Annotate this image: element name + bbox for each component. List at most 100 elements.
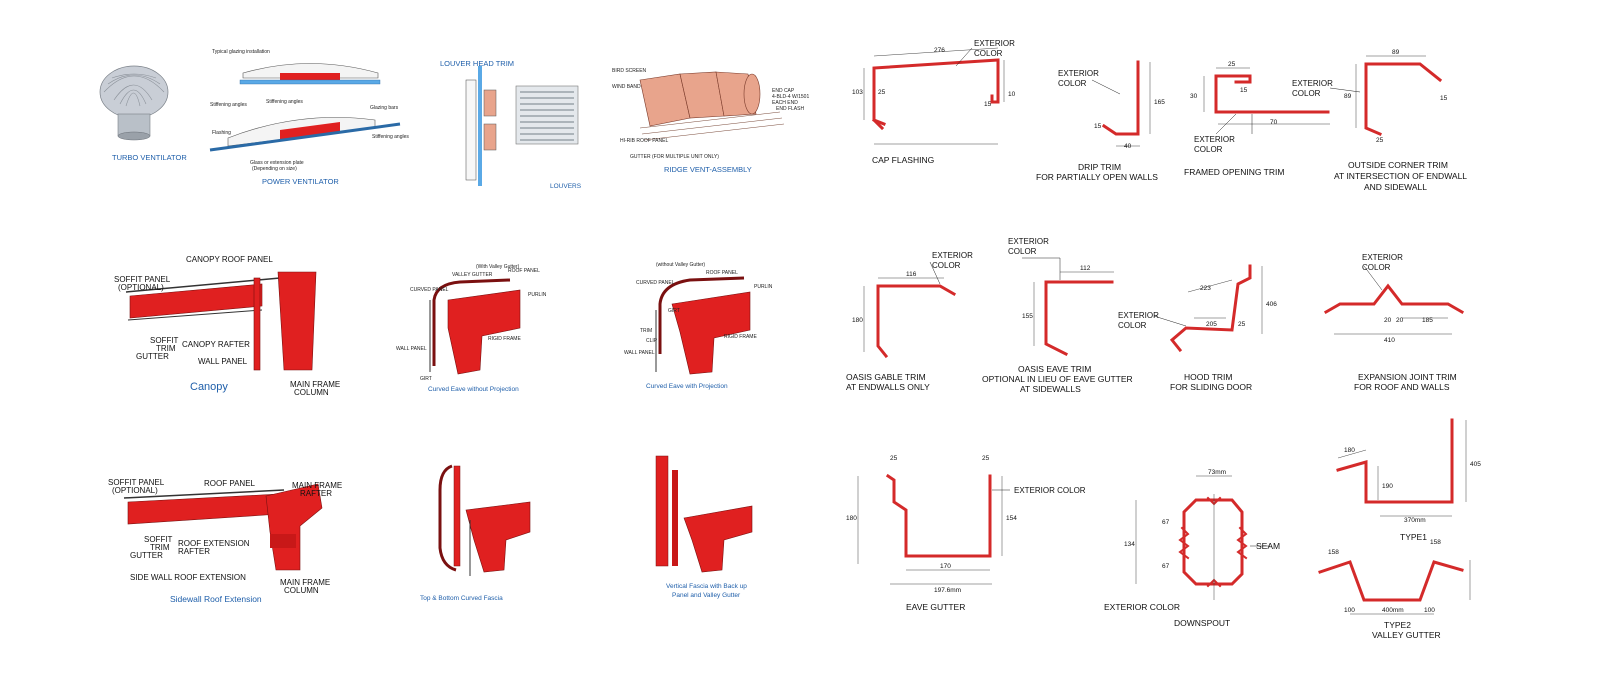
eave1-girt-label: GIRT — [420, 376, 432, 382]
eave1-title: Curved Eave without Projection — [428, 386, 519, 393]
turbo-ventilator-drawing: TURBO VENTILATOR — [99, 65, 187, 162]
outside-dim-15: 15 — [1440, 95, 1448, 102]
framed-dim-70: 70 — [1270, 119, 1278, 126]
downspout-dim-134: 134 — [1124, 541, 1135, 548]
gutter-multiple-label: GUTTER (FOR MULTIPLE UNIT ONLY) — [630, 154, 719, 160]
expansion-dim-20b: 20 — [1396, 317, 1404, 324]
valley-gutter-title: VALLEY GUTTER — [1372, 630, 1441, 640]
outside-color-label: COLOR — [1292, 89, 1321, 98]
expansion-title-1: EXPANSION JOINT TRIM — [1358, 372, 1457, 382]
sidewall-roof-extension-drawing: SOFFIT PANEL (OPTIONAL) ROOF PANEL MAIN … — [108, 478, 342, 604]
eave1-valley-label: VALLEY GUTTER — [452, 272, 493, 278]
canopy-title: Canopy — [190, 381, 228, 393]
hood-dim-406: 406 — [1266, 301, 1277, 308]
eave1-head: (With Valley Gutter) — [476, 264, 520, 270]
eave1-rigid-label: RIGID FRAME — [488, 336, 521, 342]
sidewall-subtitle: SIDE WALL ROOF EXTENSION — [130, 573, 246, 582]
valley-dim-190: 190 — [1382, 483, 1393, 490]
each-end-label: EACH END — [772, 100, 798, 106]
sidewall-soffit-label: SOFFIT PANEL — [108, 478, 165, 487]
drip-dim-15: 15 — [1094, 123, 1102, 130]
expansion-exterior-label: EXTERIOR — [1362, 253, 1403, 262]
expansion-dim-410: 410 — [1384, 337, 1395, 344]
canopy-drawing: CANOPY ROOF PANEL SOFFIT PANEL (OPTIONAL… — [114, 255, 340, 397]
oasis-eave-exterior-label: EXTERIOR — [1008, 237, 1049, 246]
canopy-soffit-label: SOFFIT PANEL — [114, 275, 171, 284]
valley-gutter-profile: 180 370mm 405 190 TYPE1 158 158 400mm 10… — [1318, 418, 1481, 640]
canopy-soffit-trim-1: SOFFIT — [150, 336, 179, 345]
downspout-dim-67b: 67 — [1162, 563, 1170, 570]
canopy-soffit-trim-2: TRIM — [156, 344, 176, 353]
eave1-purlin-label: PURLIN — [528, 292, 547, 298]
outside-dim-89b: 89 — [1344, 93, 1352, 100]
cap-dim-15: 15 — [984, 101, 992, 108]
outside-dim-89a: 89 — [1392, 49, 1400, 56]
power-ventilator-title: POWER VENTILATOR — [262, 177, 339, 186]
bird-screen-label: BIRD SCREEN — [612, 68, 647, 74]
curved-eave-without-projection-drawing: (With Valley Gutter) VALLEY GUTTER ROOF … — [396, 264, 547, 393]
stiffening-angles-label-b: Stiffening angles — [266, 99, 303, 105]
downspout-exterior-label: EXTERIOR COLOR — [1104, 602, 1180, 612]
end-cap-label: END CAP — [772, 88, 795, 94]
vertical-title-1: Vertical Fascia with Back up — [666, 583, 747, 590]
hood-title-1: HOOD TRIM — [1184, 372, 1232, 382]
sidewall-main-column-1: MAIN FRAME — [280, 578, 330, 587]
drip-trim-title-2: FOR PARTIALLY OPEN WALLS — [1036, 172, 1158, 182]
oasis-eave-title-3: AT SIDEWALLS — [1020, 384, 1081, 394]
eave-gutter-dim-154: 154 — [1006, 515, 1017, 522]
eave2-clip-label: CLIP — [646, 338, 658, 344]
drip-trim-title-1: DRIP TRIM — [1078, 162, 1121, 172]
oasis-eave-profile: 112 155 EXTERIOR COLOR OASIS EAVE TRIM O… — [982, 237, 1133, 394]
valley-dim-180: 180 — [1344, 447, 1355, 454]
louver-drawing: LOUVER HEAD TRIM LOUVERS — [440, 59, 582, 190]
valley-dim-158b: 158 — [1430, 539, 1441, 546]
turbo-ventilator-title: TURBO VENTILATOR — [112, 153, 187, 162]
drip-trim-profile: 165 40 15 EXTERIOR COLOR DRIP TRIM FOR P… — [1036, 60, 1165, 182]
drip-dim-40: 40 — [1124, 143, 1132, 150]
cap-dim-10: 10 — [1008, 91, 1016, 98]
end-flash-label: END FLASH — [776, 106, 804, 112]
eave-gutter-title: EAVE GUTTER — [906, 602, 965, 612]
eave2-title: Curved Eave with Projection — [646, 383, 728, 390]
eave2-girt-label: GIRT — [668, 308, 680, 314]
curved-eave-with-projection-drawing: (without Valley Gutter) ROOF PANEL CURVE… — [624, 262, 773, 390]
canopy-main-frame-2: COLUMN — [294, 388, 329, 397]
eave1-wall-label: WALL PANEL — [396, 346, 427, 352]
cap-dim-25: 25 — [878, 89, 886, 96]
outside-title-3: AND SIDEWALL — [1364, 182, 1427, 192]
canopy-gutter-label: GUTTER — [136, 352, 169, 361]
outside-title-2: AT INTERSECTION OF ENDWALL — [1334, 171, 1467, 181]
sidewall-main-rafter-2: RAFTER — [300, 489, 332, 498]
drip-exterior-label: EXTERIOR — [1058, 69, 1099, 78]
hood-dim-205: 205 — [1206, 321, 1217, 328]
sidewall-roof-panel-label: ROOF PANEL — [204, 479, 256, 488]
gable-title-1: OASIS GABLE TRIM — [846, 372, 926, 382]
valley-dim-405: 405 — [1470, 461, 1481, 468]
cap-flashing-title: CAP FLASHING — [872, 155, 934, 165]
eave-gutter-dim-197: 197.6mm — [934, 587, 961, 594]
eave2-curved-label: CURVED PANEL — [636, 280, 675, 286]
vertical-fascia-drawing: Vertical Fascia with Back up Panel and V… — [655, 455, 753, 599]
sidewall-ext-rafter-1: ROOF EXTENSION — [178, 539, 250, 548]
cap-dim-276: 276 — [934, 47, 945, 54]
drip-color-label: COLOR — [1058, 79, 1087, 88]
ridge-vent-title: RIDGE VENT-ASSEMBLY — [664, 165, 752, 174]
valley-dim-400: 400mm — [1382, 607, 1404, 614]
expansion-dim-20a: 20 — [1384, 317, 1392, 324]
canopy-roof-panel-label: CANOPY ROOF PANEL — [186, 255, 273, 264]
valley-dim-100b: 100 — [1424, 607, 1435, 614]
ridge-vent-drawing: BIRD SCREEN WIND BAND HI-RIB ROOF PANEL … — [612, 68, 809, 174]
eave-gutter-dim-25a: 25 — [890, 455, 898, 462]
eave-gutter-profile: 170 197.6mm 180 154 25 25 EXTERIOR COLOR… — [846, 455, 1086, 612]
valley-type1-label: TYPE1 — [1400, 532, 1427, 542]
framed-dim-25: 25 — [1228, 61, 1236, 68]
eave2-purlin-label: PURLIN — [754, 284, 773, 290]
framed-opening-profile: 25 30 70 15 EXTERIOR COLOR FRAMED OPENIN… — [1184, 61, 1330, 177]
sidewall-ext-rafter-2: RAFTER — [178, 547, 210, 556]
hood-color-label: COLOR — [1118, 321, 1147, 330]
framed-exterior-label: EXTERIOR — [1194, 135, 1235, 144]
eave-gutter-dim-180: 180 — [846, 515, 857, 522]
eave-gutter-dim-170: 170 — [940, 563, 951, 570]
gable-title-2: AT ENDWALLS ONLY — [846, 382, 930, 392]
